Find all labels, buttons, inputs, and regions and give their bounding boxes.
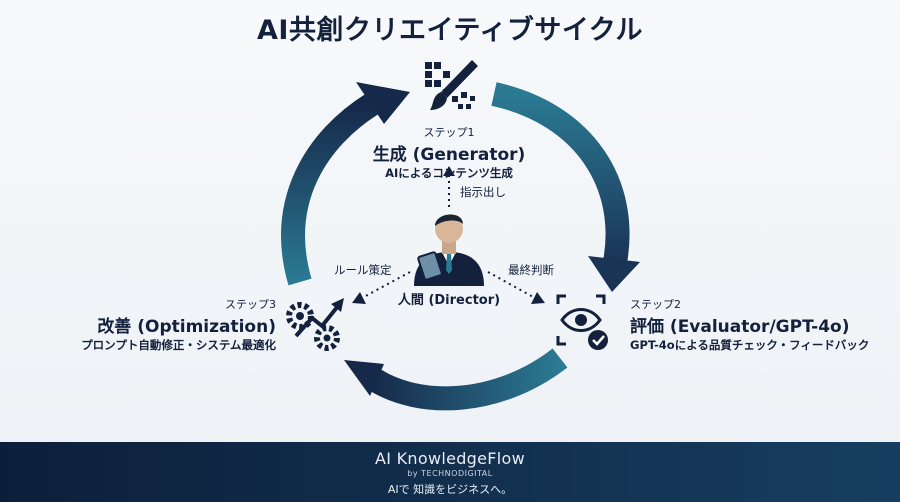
director-label: 人間 (Director) <box>397 293 501 308</box>
cycle-arrow-generator-to-evaluator <box>491 82 630 265</box>
edge-label-rule-setting: ルール策定 <box>334 263 392 277</box>
step-evaluator-block: ステップ2 評価 (Evaluator/GPT-4o) GPT-4oによる品質チ… <box>630 296 869 353</box>
page-title: AI共創クリエイティブサイクル <box>257 15 643 46</box>
gears-arrow-icon <box>286 298 344 351</box>
cycle-arrowhead-bottom <box>344 360 384 396</box>
cycle-diagram <box>281 60 640 411</box>
director-person-icon <box>414 214 484 286</box>
step-evaluator-desc: GPT-4oによる品質チェック・フィードバック <box>630 338 870 352</box>
step-generator-label: ステップ1 <box>423 126 475 139</box>
edge-arrowhead-to-evaluator <box>531 292 545 304</box>
step-optimization-name: 改善 (Optimization) <box>97 317 276 337</box>
footer-bar: AI KnowledgeFlow by TECHNODIGITAL AIで 知識… <box>0 442 900 502</box>
pixel-brush-icon <box>425 60 478 110</box>
footer-by: by TECHNODIGITAL <box>407 469 493 478</box>
edge-arrowhead-to-optimization <box>352 292 366 304</box>
cycle-arrowhead-right <box>588 256 640 292</box>
cycle-arrow-evaluator-to-optimization <box>365 348 568 411</box>
step-generator-block: ステップ1 生成 (Generator) AIによるコンテンツ生成 <box>349 124 549 181</box>
cycle-arrowhead-left <box>356 82 410 124</box>
step-optimization-desc: プロンプト自動修正・システム最適化 <box>81 338 276 352</box>
footer-tagline: AIで 知識をビジネスへ。 <box>387 483 513 496</box>
edge-label-final-judgment: 最終判断 <box>508 263 554 277</box>
eye-check-icon <box>556 294 608 350</box>
step-generator-desc: AIによるコンテンツ生成 <box>385 166 513 180</box>
diagram-canvas: AI共創クリエイティブサイクル ステップ1 生成 (Generator) AIに… <box>0 0 900 442</box>
footer-brand: AI KnowledgeFlow <box>374 449 526 468</box>
cycle-arrow-optimization-to-generator <box>281 93 379 286</box>
step-optimization-block: ステップ3 改善 (Optimization) プロンプト自動修正・システム最適… <box>46 296 276 353</box>
edge-arrowhead-to-generator <box>443 166 455 176</box>
step-optimization-label: ステップ3 <box>225 298 276 311</box>
step-evaluator-label: ステップ2 <box>630 298 681 311</box>
step-generator-name: 生成 (Generator) <box>372 145 526 165</box>
step-evaluator-name: 評価 (Evaluator/GPT-4o) <box>630 317 850 337</box>
edge-label-instruct: 指示出し <box>460 185 506 199</box>
